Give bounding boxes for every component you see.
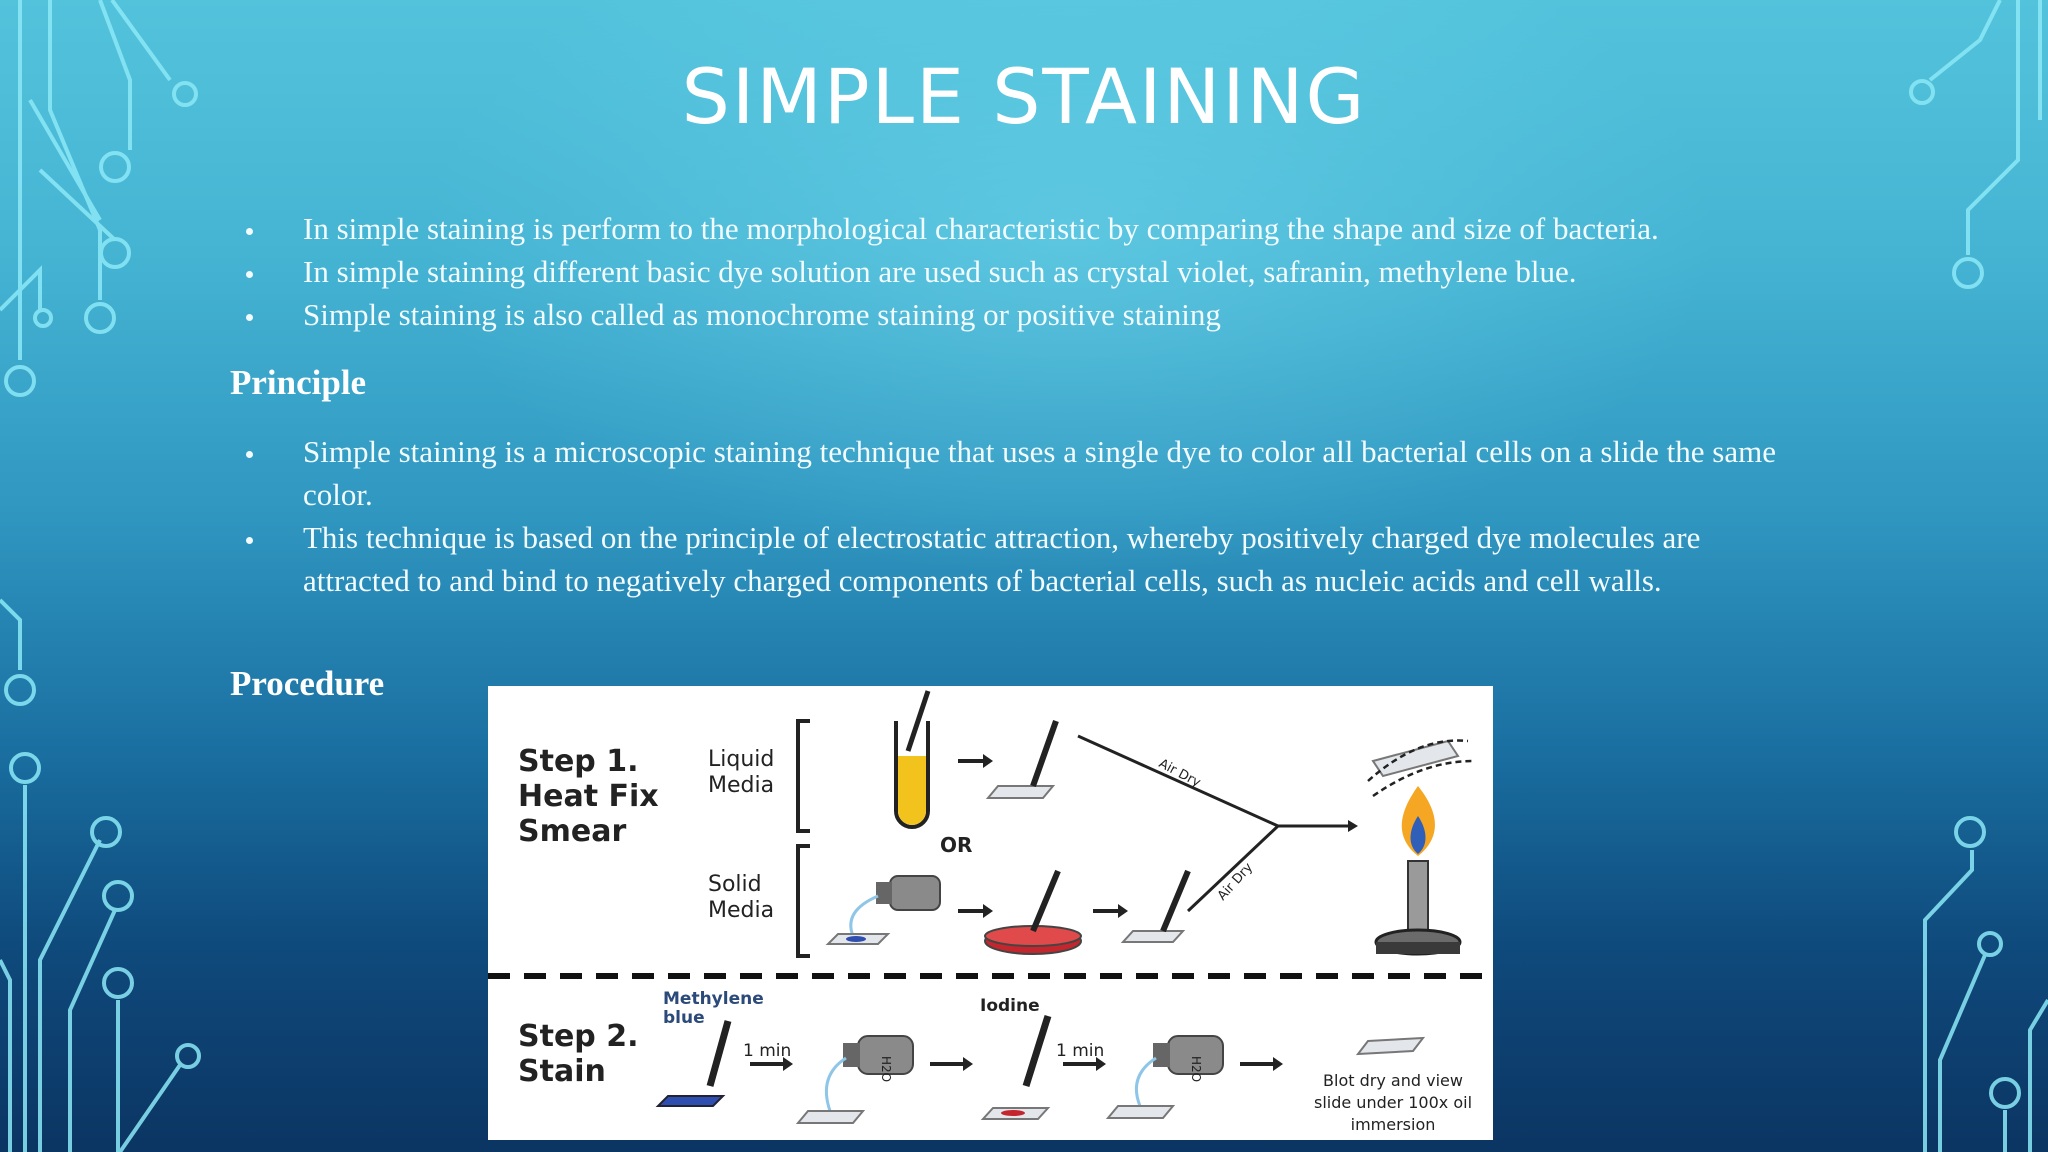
arrow-right-icon	[958, 904, 993, 918]
petri-dish-icon	[984, 869, 1082, 955]
liquid-media-line2: Media	[708, 773, 774, 798]
one-min-label-1: 1 min	[743, 1041, 791, 1061]
bottle-icon: H2O	[795, 1035, 914, 1124]
test-tube-icon	[894, 690, 931, 829]
intro-bullet-2: In simple staining different basic dye s…	[230, 250, 1830, 293]
solid-media-line1: Solid	[708, 872, 762, 897]
procedure-diagram: Step 1. Heat Fix Smear Liquid Media Air …	[488, 690, 1493, 1134]
arrow-right-icon	[958, 754, 993, 768]
h2o-label-1: H2O	[879, 1056, 893, 1082]
blot-line1: Blot dry and view	[1323, 1071, 1463, 1090]
intro-bullet-1: In simple staining is perform to the mor…	[230, 207, 1830, 250]
arrow-right-icon	[930, 1057, 973, 1071]
intro-bullet-list: In simple staining is perform to the mor…	[230, 207, 1830, 336]
or-label: OR	[940, 833, 972, 857]
solid-media-line2: Media	[708, 898, 774, 923]
step1-label-line2: Heat Fix	[518, 779, 659, 814]
arrow-right-icon	[1240, 1057, 1283, 1071]
arrow-right-icon	[1063, 1057, 1106, 1071]
principle-bullet-list: Simple staining is a microscopic stainin…	[230, 430, 1810, 602]
arrow-right-icon	[750, 1057, 793, 1071]
dropper-icon	[655, 1020, 732, 1107]
bunsen-burner-icon	[1374, 860, 1462, 956]
dropper-icon	[1030, 719, 1059, 788]
step2-label-line2: Stain	[518, 1054, 606, 1089]
liquid-bracket	[796, 719, 810, 833]
liquid-media-line1: Liquid	[708, 747, 774, 772]
slide-icon	[1120, 869, 1191, 943]
procedure-figure: Step 1. Heat Fix Smear Liquid Media Air …	[488, 686, 1493, 1140]
bottle-icon	[825, 875, 941, 945]
flame-icon	[1401, 786, 1435, 856]
slide-icon	[985, 785, 1056, 799]
one-min-label-2: 1 min	[1056, 1041, 1104, 1061]
step2-label-line1: Step 2.	[518, 1019, 638, 1054]
principle-bullet-1: Simple staining is a microscopic stainin…	[230, 430, 1810, 516]
principle-heading: Principle	[230, 363, 367, 402]
methylene-blue-line2: blue	[663, 1008, 705, 1028]
bottle-icon: H2O	[1105, 1035, 1224, 1119]
procedure-heading: Procedure	[230, 664, 385, 703]
slide-icon	[1367, 739, 1474, 798]
principle-bullet-2: This technique is based on the principle…	[230, 516, 1810, 602]
methylene-blue-line1: Methylene	[663, 989, 764, 1009]
slide-icon	[1355, 1036, 1426, 1056]
iodine-label: Iodine	[980, 996, 1040, 1016]
blot-line2: slide under 100x oil	[1314, 1093, 1472, 1112]
solid-bracket	[796, 844, 810, 958]
step1-label-line3: Smear	[518, 814, 626, 849]
intro-bullet-3: Simple staining is also called as monoch…	[230, 293, 1830, 336]
step1-label-line1: Step 1.	[518, 744, 638, 779]
arrow-right-icon	[1093, 904, 1128, 918]
dropper-icon	[980, 1014, 1052, 1120]
blot-line3: immersion	[1351, 1115, 1436, 1134]
slide-title: SIMPLE STAINING	[681, 52, 1367, 141]
h2o-label-2: H2O	[1189, 1056, 1203, 1082]
